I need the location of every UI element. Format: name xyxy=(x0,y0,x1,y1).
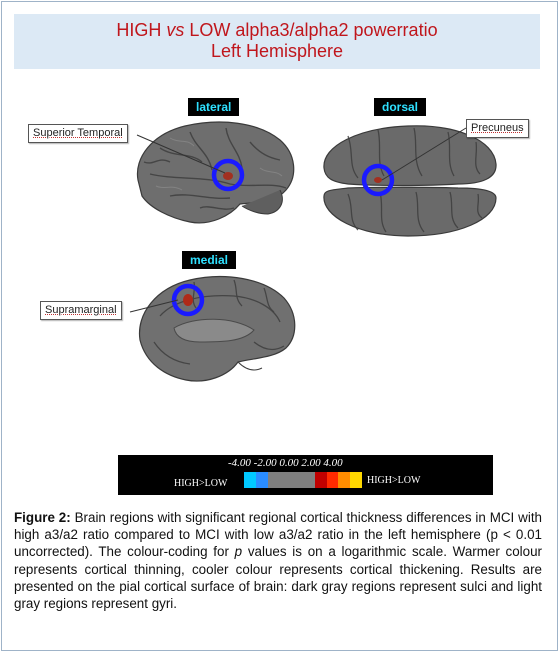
dorsal-view-label: dorsal xyxy=(374,98,427,116)
color-scale-segment xyxy=(291,472,303,488)
color-scale-segment xyxy=(350,472,362,488)
caption-text-2: values is on a logarithmic scale. Warmer… xyxy=(14,544,542,612)
color-scale-segment xyxy=(338,472,351,488)
color-scale-segment xyxy=(326,472,339,488)
lateral-view-label: lateral xyxy=(188,98,240,116)
lateral-highlight-circle xyxy=(211,158,245,192)
caption-p: p xyxy=(234,544,243,560)
lateral-brain-image xyxy=(136,121,295,224)
color-scale-segment xyxy=(314,472,327,488)
color-scale-bar: -4.00 -2.00 0.00 2.00 4.00 HIGH>LOW HIGH… xyxy=(118,455,493,495)
caption-text-1: Brain regions with significant regional … xyxy=(14,510,542,560)
precuneus-leader-line xyxy=(381,127,467,181)
color-scale-segment xyxy=(279,472,292,488)
title-line-1: HIGH vs LOW alpha3/alpha2 powerratio xyxy=(116,20,438,40)
supramarginal-leader-line xyxy=(129,299,179,313)
superior-temporal-callout: Superior Temporal xyxy=(28,124,128,143)
color-scale-segment xyxy=(302,472,315,488)
color-scale-segment xyxy=(244,472,256,488)
color-scale-ticks: -4.00 -2.00 0.00 2.00 4.00 xyxy=(228,457,343,469)
superior-temporal-leader-line xyxy=(136,134,226,174)
medial-highlight-circle xyxy=(171,283,205,317)
title-line-2: Left Hemisphere xyxy=(210,41,344,61)
precuneus-callout: Precuneus xyxy=(466,119,529,138)
caption-label: Figure 2: xyxy=(14,510,71,525)
dorsal-highlight-circle xyxy=(361,163,395,197)
figure-caption: Figure 2: Brain regions with significant… xyxy=(14,509,542,612)
color-scale-gradient xyxy=(244,472,362,488)
dorsal-brain-image xyxy=(323,125,497,237)
figure-title: HIGH vs LOW alpha3/alpha2 powerratio Lef… xyxy=(14,14,540,69)
color-scale-left-label: HIGH>LOW xyxy=(174,478,228,489)
supramarginal-callout: Supramarginal xyxy=(40,301,122,320)
medial-view-label: medial xyxy=(182,251,237,269)
color-scale-right-label: HIGH>LOW xyxy=(367,475,421,486)
medial-brain-image xyxy=(138,275,296,382)
color-scale-segment xyxy=(255,472,268,488)
color-scale-segment xyxy=(267,472,280,488)
